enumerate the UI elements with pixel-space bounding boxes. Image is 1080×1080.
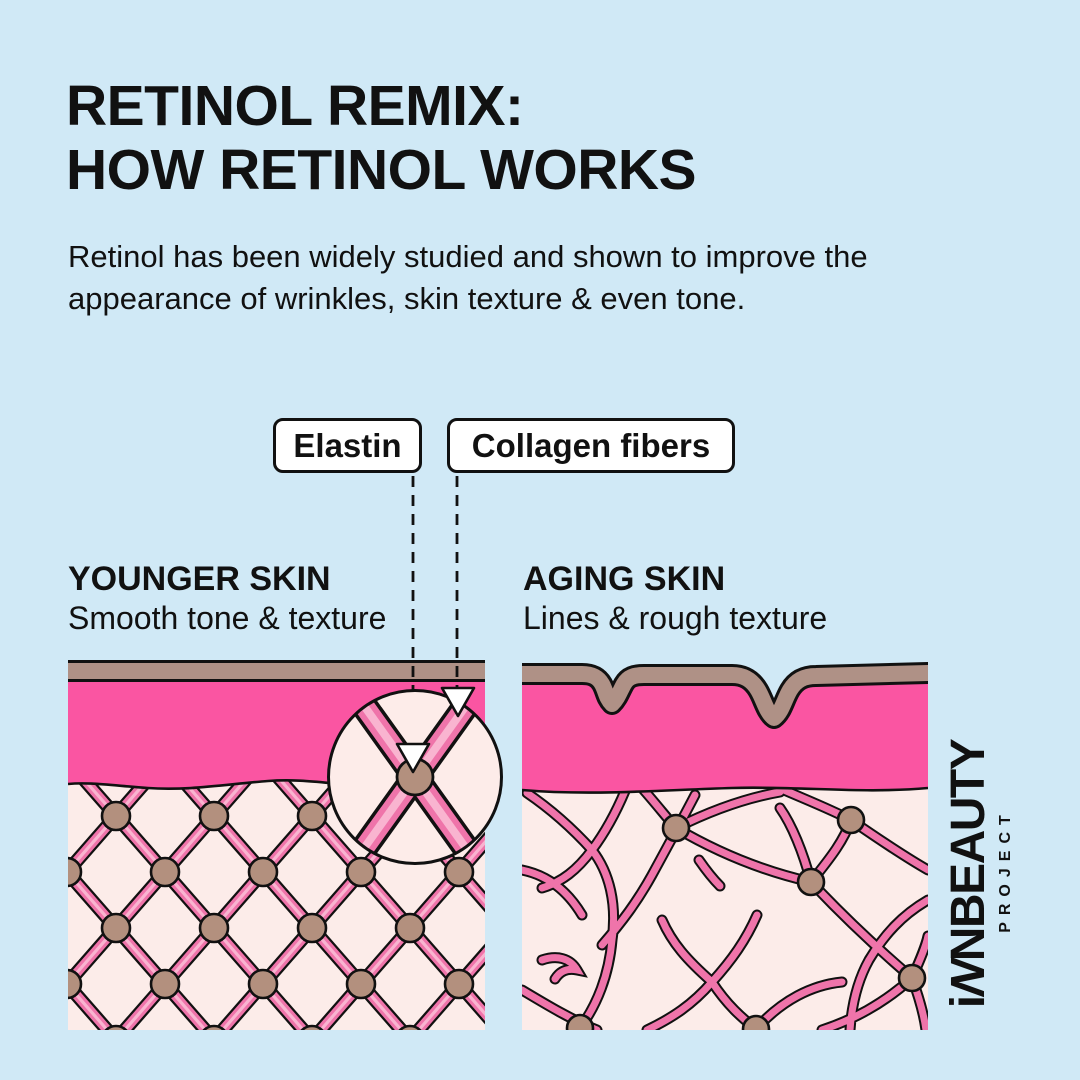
callout-collagen: Collagen fibers (447, 418, 735, 473)
brand-logo: iNNBEAUTY PROJECT (942, 716, 1016, 1032)
collagen-arrow-icon (440, 686, 476, 718)
intro-text: Retinol has been widely studied and show… (68, 239, 868, 316)
aging-epidermis-outline (522, 786, 928, 794)
brand-wordmark: iNNBEAUTY (942, 739, 995, 1009)
aging-skin-heading: AGING SKIN (523, 560, 726, 598)
aging-skin-subheading: Lines & rough texture (523, 600, 828, 636)
aging-skin-diagram (522, 660, 928, 1030)
magnifier-lens (327, 689, 503, 865)
callout-elastin: Elastin (273, 418, 422, 473)
elastin-arrow-icon (395, 742, 431, 774)
page-title-line2: HOW RETINOL WORKS (66, 138, 697, 202)
younger-skin-subheading: Smooth tone & texture (68, 600, 387, 636)
page-title: RETINOL REMIX: HOW RETINOL WORKS (66, 74, 966, 202)
brand-tagline: PROJECT (997, 808, 1014, 933)
page-title-line1: RETINOL REMIX: (66, 74, 524, 138)
younger-skin-heading: YOUNGER SKIN (68, 560, 331, 598)
callout-collagen-label: Collagen fibers (471, 426, 711, 464)
aging-elastin-nodes (565, 805, 927, 1030)
callout-elastin-label: Elastin (293, 426, 402, 464)
younger-elastin-nodes (68, 800, 475, 1030)
